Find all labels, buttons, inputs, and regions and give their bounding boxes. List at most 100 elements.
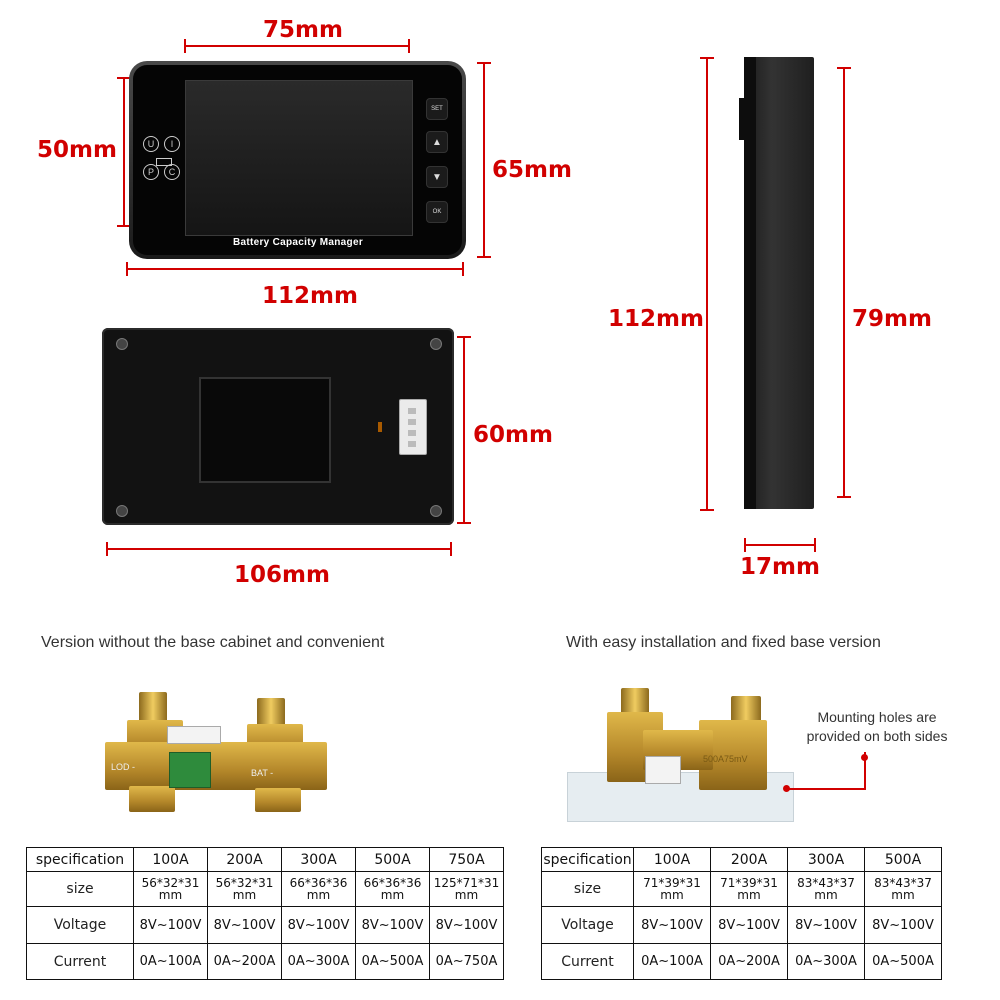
dim-label-112mm-front: 112mm [262, 283, 358, 309]
battery-icon [156, 158, 172, 166]
down-button[interactable]: ▼ [426, 166, 448, 188]
table-cell: 8V~100V [429, 906, 504, 944]
dim-line-65mm [477, 62, 491, 258]
caption-right: With easy installation and fixed base ve… [566, 634, 881, 651]
row-label: Voltage [541, 906, 634, 944]
caption-left: Version without the base cabinet and con… [41, 634, 385, 651]
dim-label-75mm: 75mm [263, 17, 343, 43]
u-indicator-icon: U [143, 136, 159, 152]
brass-bar [105, 742, 327, 790]
screw-icon [430, 338, 442, 350]
table-cell: 83*43*37 mm [787, 871, 865, 907]
table-row: Voltage 8V~100V 8V~100V 8V~100V 8V~100V … [26, 906, 504, 944]
header-cell: 500A [864, 847, 942, 872]
table-cell: 71*39*31 mm [633, 871, 711, 907]
monitor-side-view [739, 57, 814, 509]
header-cell: 750A [429, 847, 504, 872]
header-cell: 200A [710, 847, 788, 872]
rating-label: 500A75mV [703, 754, 748, 764]
row-label: Current [541, 943, 634, 980]
dim-label-60mm: 60mm [473, 422, 553, 448]
ok-button[interactable]: OK [426, 201, 448, 223]
header-cell: specification [541, 847, 634, 872]
table-header-row: specification 100A 200A 300A 500A [541, 847, 942, 872]
table-cell: 8V~100V [281, 906, 356, 944]
table-cell: 8V~100V [710, 906, 788, 944]
header-cell: 300A [281, 847, 356, 872]
table-cell: 0A~100A [633, 943, 711, 980]
dim-label-79mm: 79mm [852, 306, 932, 332]
dim-label-17mm: 17mm [740, 554, 820, 580]
pointer-line-vertical [864, 752, 866, 790]
brass-foot-left [129, 786, 175, 812]
table-cell: 8V~100V [355, 906, 430, 944]
header-cell: specification [26, 847, 134, 872]
table-cell: 8V~100V [633, 906, 711, 944]
header-cell: 200A [207, 847, 282, 872]
monitor-back-view [102, 328, 454, 525]
table-cell: 71*39*31 mm [710, 871, 788, 907]
dim-label-112mm-side: 112mm [608, 306, 704, 332]
status-led [378, 422, 382, 432]
table-cell: 8V~100V [787, 906, 865, 944]
table-row: Voltage 8V~100V 8V~100V 8V~100V 8V~100V [541, 906, 942, 944]
monitor-front-view: U I P C Battery Capacity Manager SET ▲ ▼… [129, 61, 466, 259]
dim-line-106mm [106, 542, 452, 556]
table-cell: 8V~100V [864, 906, 942, 944]
row-label: size [26, 871, 134, 907]
table-cell: 0A~100A [133, 943, 208, 980]
pointer-dot-end [783, 785, 790, 792]
dim-line-60mm [457, 336, 471, 524]
pointer-line-horizontal [786, 788, 866, 790]
table-cell: 56*32*31 mm [133, 871, 208, 907]
table-row: Current 0A~100A 0A~200A 0A~300A 0A~500A … [26, 943, 504, 980]
set-button[interactable]: SET [426, 98, 448, 120]
table-row: size 56*32*31 mm 56*32*31 mm 66*36*36 mm… [26, 871, 504, 907]
header-cell: 100A [633, 847, 711, 872]
table-cell: 66*36*36 mm [355, 871, 430, 907]
row-label: Voltage [26, 906, 134, 944]
header-cell: 500A [355, 847, 430, 872]
dim-line-50mm [117, 77, 131, 227]
spec-table-left: specification 100A 200A 300A 500A 750A s… [26, 847, 504, 980]
device-brand-label: Battery Capacity Manager [232, 237, 364, 248]
shunt-with-base: 500A75mV [567, 688, 794, 823]
table-cell: 0A~750A [429, 943, 504, 980]
spec-table-right: specification 100A 200A 300A 500A size 7… [541, 847, 942, 980]
table-cell: 0A~500A [864, 943, 942, 980]
screw-icon [430, 505, 442, 517]
table-cell: 125*71*31 mm [429, 871, 504, 907]
table-cell: 8V~100V [133, 906, 208, 944]
table-cell: 83*43*37 mm [864, 871, 942, 907]
table-row: Current 0A~100A 0A~200A 0A~300A 0A~500A [541, 943, 942, 980]
shunt-without-base: LOD - BAT - [105, 690, 327, 814]
table-cell: 0A~200A [710, 943, 788, 980]
terminal-block [169, 752, 211, 788]
table-row: size 71*39*31 mm 71*39*31 mm 83*43*37 mm… [541, 871, 942, 907]
c-indicator-icon: C [164, 164, 180, 180]
table-cell: 8V~100V [207, 906, 282, 944]
front-bezel: U I P C Battery Capacity Manager SET ▲ ▼… [133, 65, 462, 255]
table-cell: 0A~200A [207, 943, 282, 980]
table-cell: 56*32*31 mm [207, 871, 282, 907]
dim-label-106mm: 106mm [234, 562, 330, 588]
display-screen [185, 80, 413, 236]
table-cell: 0A~500A [355, 943, 430, 980]
table-header-row: specification 100A 200A 300A 500A 750A [26, 847, 504, 872]
row-label: Current [26, 943, 134, 980]
brass-foot-right [255, 788, 301, 812]
screw-icon [116, 338, 128, 350]
bat-label: BAT - [251, 768, 274, 778]
dim-line-112mm-side [700, 57, 714, 511]
side-bezel-lip [744, 57, 756, 509]
back-window [199, 377, 331, 483]
sensor-connector [399, 399, 427, 455]
header-cell: 100A [133, 847, 208, 872]
up-button[interactable]: ▲ [426, 131, 448, 153]
header-cell: 300A [787, 847, 865, 872]
dim-line-17mm [744, 538, 816, 552]
dim-label-50mm: 50mm [37, 137, 117, 163]
row-label: size [541, 871, 634, 907]
shunt-connector [645, 756, 681, 784]
table-cell: 66*36*36 mm [281, 871, 356, 907]
